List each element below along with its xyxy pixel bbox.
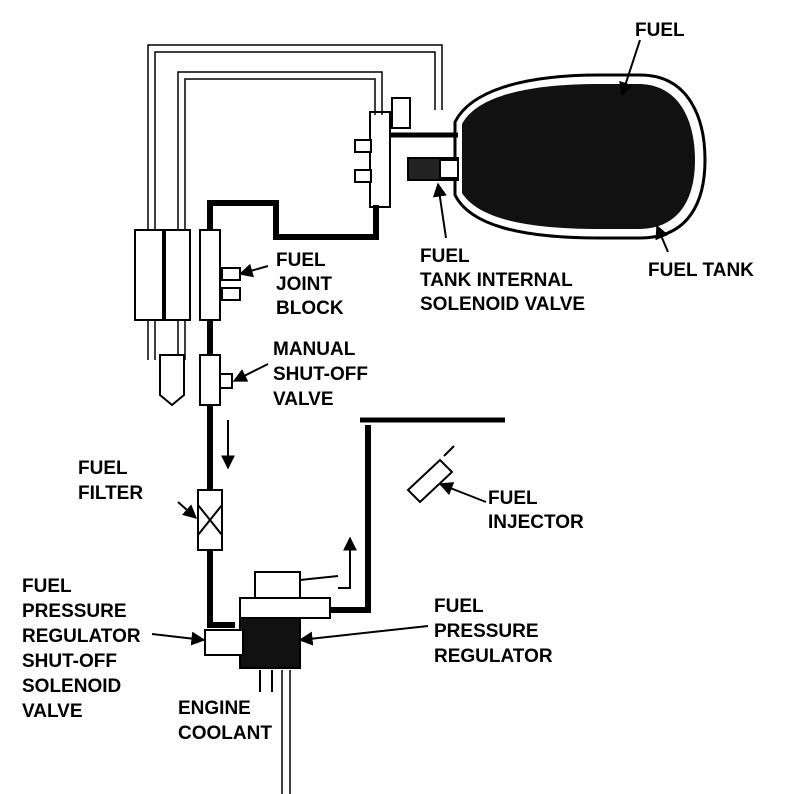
label-joint-block-3: BLOCK [276, 298, 344, 319]
label-injector-1: FUEL [488, 488, 538, 509]
joint-block [134, 229, 241, 407]
label-shutoff-3: VALVE [273, 389, 334, 410]
label-tank-valve-1: FUEL [420, 246, 470, 267]
label-reg-solenoid-4: SHUT-OFF [22, 651, 117, 672]
fuel-filter [197, 489, 223, 551]
label-reg-solenoid-5: SOLENOID [22, 676, 121, 697]
fuel-line [207, 200, 505, 628]
manual-shutoff-valve [199, 354, 233, 406]
vent-lines [147, 44, 443, 794]
label-fuel-tank: FUEL TANK [648, 260, 754, 281]
leader-arrows [151, 39, 669, 646]
label-joint-block-1: FUEL [276, 250, 326, 271]
label-joint-block-2: JOINT [276, 274, 332, 295]
label-shutoff-2: SHUT-OFF [273, 364, 368, 385]
label-reg-solenoid-6: VALVE [22, 701, 83, 722]
label-reg-solenoid-1: FUEL [22, 576, 72, 597]
label-tank-valve-3: SOLENOID VALVE [420, 294, 585, 315]
label-fuel: FUEL [635, 20, 685, 41]
labels: FUEL FUEL TANK FUEL TANK INTERNAL SOLENO… [22, 20, 754, 744]
label-filter-2: FILTER [78, 483, 143, 504]
label-reg-solenoid-3: REGULATOR [22, 626, 141, 647]
label-tank-valve-2: TANK INTERNAL [420, 270, 573, 291]
label-coolant-2: COOLANT [178, 723, 272, 744]
fuel-injector [406, 445, 455, 504]
label-filter-1: FUEL [78, 458, 128, 479]
label-injector-2: INJECTOR [488, 512, 584, 533]
label-shutoff-1: MANUAL [273, 339, 356, 360]
pressure-regulator-assembly [204, 571, 339, 692]
label-reg-solenoid-2: PRESSURE [22, 601, 127, 622]
tank-valve-assembly [354, 97, 459, 208]
label-regulator-1: FUEL [434, 596, 484, 617]
flow-arrows [221, 420, 357, 589]
label-regulator-2: PRESSURE [434, 621, 539, 642]
label-regulator-3: REGULATOR [434, 646, 553, 667]
label-coolant-1: ENGINE [178, 698, 251, 719]
fuel-tank [453, 73, 707, 240]
